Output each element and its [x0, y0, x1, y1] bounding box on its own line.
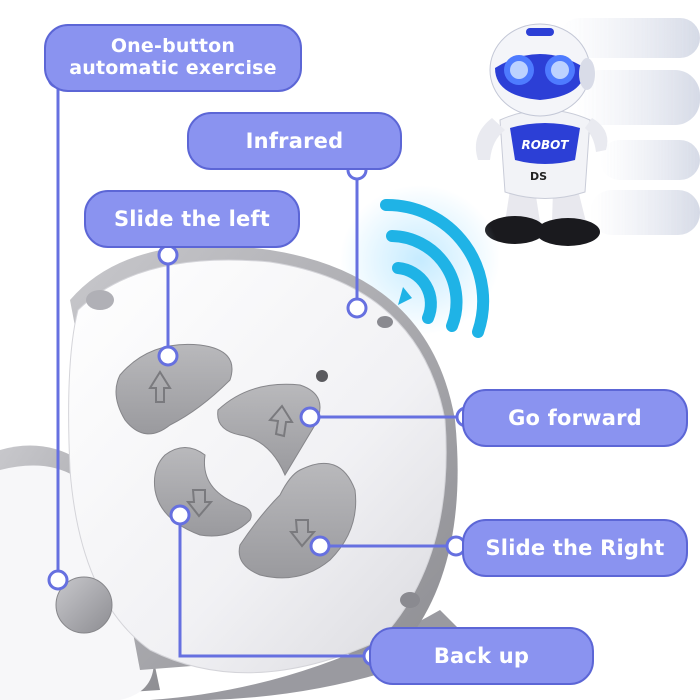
arrow-up-icon [268, 404, 294, 438]
arrow-up-icon [148, 370, 172, 403]
callout-leaders [56, 78, 462, 658]
go-forward-button[interactable] [217, 383, 321, 477]
slide-left-button[interactable] [115, 343, 233, 435]
callout-infrared: Infrared [187, 112, 402, 170]
callout-go-forward: Go forward [462, 389, 688, 447]
callout-slide-left: Slide the left [84, 190, 300, 248]
arrow-down-icon [185, 489, 214, 518]
motion-blur [560, 18, 700, 235]
auto-exercise-button[interactable] [55, 576, 113, 634]
robot-model-label: DS [530, 170, 547, 183]
callout-back-up: Back up [369, 627, 594, 685]
robot-toy: ROBOT DS [475, 18, 700, 246]
callout-slide-right: Slide the Right [462, 519, 688, 577]
robot-chest-label: ROBOT [522, 138, 570, 152]
callout-one-button-exercise: One-button automatic exercise [44, 24, 302, 92]
arrow-down-icon [288, 519, 317, 548]
